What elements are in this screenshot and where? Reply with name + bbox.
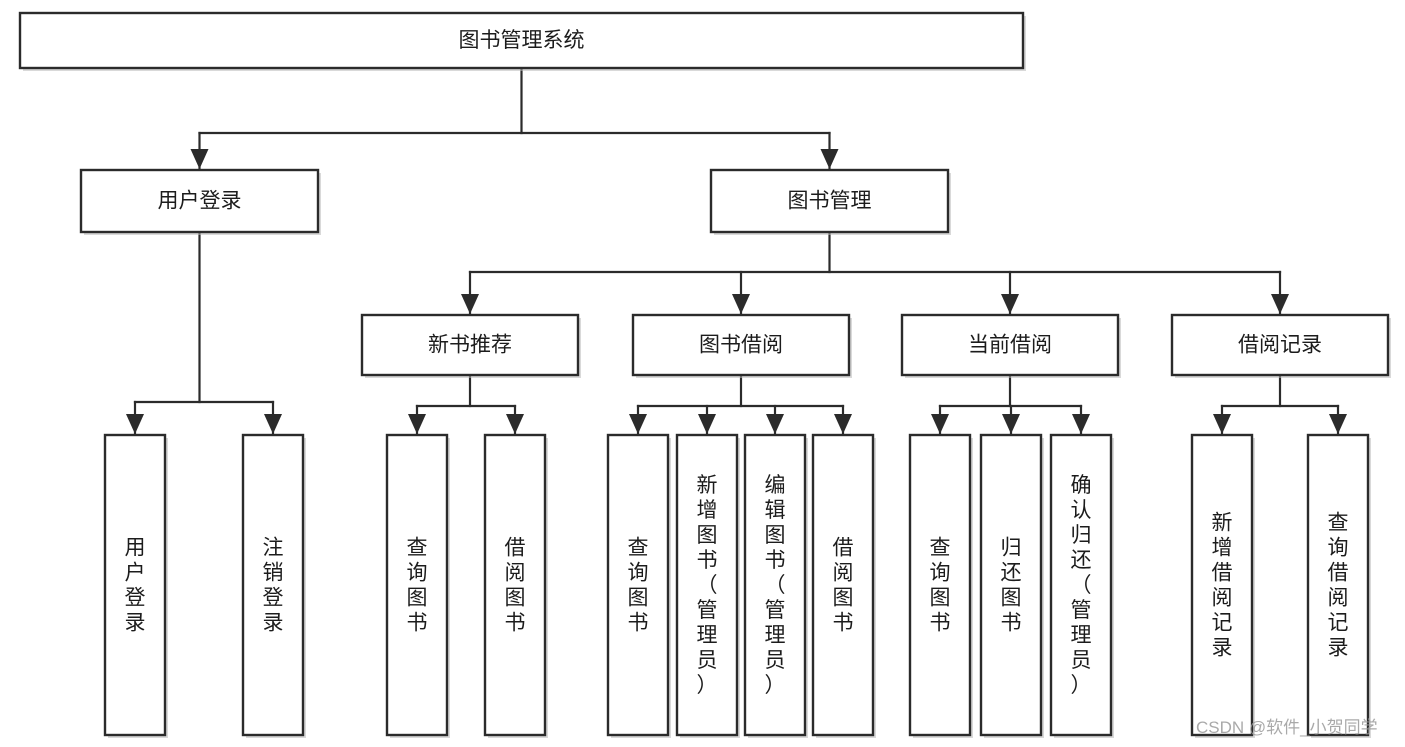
node-label: 注销登录	[263, 537, 284, 635]
box-outline	[1049, 433, 1113, 737]
node-leaf-rec-borrow-book[interactable]: 借阅图书	[483, 433, 548, 738]
arrow-head	[1271, 294, 1289, 314]
node-book-borrow[interactable]: 图书借阅	[631, 313, 852, 378]
node-root[interactable]: 图书管理系统	[18, 11, 1026, 71]
arrow-head	[264, 414, 282, 434]
box-outline	[103, 433, 167, 737]
arrow-head	[834, 414, 852, 434]
arrow-head	[190, 149, 209, 169]
box-outline	[900, 313, 1120, 377]
node-leaf-current-query-book[interactable]: 查询图书	[908, 433, 973, 738]
node-label: 查询借阅记录	[1328, 512, 1349, 660]
csdn-watermark: CSDN @软件_小贺同学	[1196, 718, 1378, 737]
box-outline	[18, 11, 1025, 70]
box-outline	[1170, 313, 1390, 377]
node-layer: 图书管理系统用户登录图书管理新书推荐图书借阅当前借阅借阅记录用户登录注销登录查询…	[18, 11, 1391, 738]
box-outline	[1190, 433, 1254, 737]
node-leaf-user-logout[interactable]: 注销登录	[241, 433, 306, 738]
node-label: 图书管理	[788, 190, 872, 213]
node-label: 借阅记录	[1238, 334, 1322, 357]
connector-layer	[126, 66, 1347, 436]
node-label: 借阅图书	[505, 537, 526, 635]
box-outline	[241, 433, 305, 737]
arrow-head	[1001, 294, 1019, 314]
node-borrow-record[interactable]: 借阅记录	[1170, 313, 1391, 378]
arrow-head	[1072, 414, 1090, 434]
node-label: 确认归还（管理员）	[1071, 474, 1092, 697]
node-current-borrow[interactable]: 当前借阅	[900, 313, 1121, 378]
box-outline	[743, 433, 807, 737]
node-user-login[interactable]: 用户登录	[79, 168, 321, 235]
node-label: 图书管理系统	[459, 29, 585, 52]
node-label: 编辑图书（管理员）	[765, 474, 786, 697]
box-outline	[631, 313, 851, 377]
box-outline	[1306, 433, 1370, 737]
box-outline	[79, 168, 320, 234]
node-leaf-current-return-book[interactable]: 归还图书	[979, 433, 1044, 738]
arrow-head	[461, 294, 479, 314]
arrow-head	[732, 294, 750, 314]
box-outline	[385, 433, 449, 737]
node-label: 新增图书（管理员）	[697, 474, 718, 697]
arrow-head	[506, 414, 524, 434]
box-outline	[483, 433, 547, 737]
node-label: 查询图书	[628, 537, 649, 635]
box-outline	[908, 433, 972, 737]
node-label: 用户登录	[158, 190, 242, 213]
node-label: 新书推荐	[428, 334, 512, 357]
node-label: 归还图书	[1001, 537, 1022, 635]
node-leaf-record-query[interactable]: 查询借阅记录	[1306, 433, 1371, 738]
node-label: 查询图书	[407, 537, 428, 635]
node-leaf-borrow-edit-book[interactable]: 编辑图书（管理员）	[743, 433, 808, 738]
node-book-management[interactable]: 图书管理	[709, 168, 951, 235]
arrow-head	[1002, 414, 1020, 434]
arrow-head	[820, 149, 839, 169]
box-outline	[675, 433, 739, 737]
node-label: 用户登录	[125, 537, 146, 635]
node-leaf-borrow-add-book[interactable]: 新增图书（管理员）	[675, 433, 740, 738]
box-outline	[811, 433, 875, 737]
node-label: 新增借阅记录	[1212, 512, 1233, 660]
node-label: 图书借阅	[699, 334, 783, 357]
node-label: 当前借阅	[968, 334, 1052, 357]
node-label: 查询图书	[930, 537, 951, 635]
node-leaf-borrow-lend-book[interactable]: 借阅图书	[811, 433, 876, 738]
arrow-head	[931, 414, 949, 434]
box-outline	[606, 433, 670, 737]
box-outline	[709, 168, 950, 234]
arrow-head	[1329, 414, 1347, 434]
box-outline	[979, 433, 1043, 737]
arrow-head	[126, 414, 144, 434]
box-outline	[360, 313, 580, 377]
node-leaf-rec-query-book[interactable]: 查询图书	[385, 433, 450, 738]
arrow-head	[408, 414, 426, 434]
node-new-book-recommend[interactable]: 新书推荐	[360, 313, 581, 378]
node-label: 借阅图书	[833, 537, 854, 635]
node-leaf-record-add[interactable]: 新增借阅记录	[1190, 433, 1255, 738]
node-leaf-borrow-query-book[interactable]: 查询图书	[606, 433, 671, 738]
arrow-head	[766, 414, 784, 434]
watermark-layer: CSDN @软件_小贺同学	[1196, 718, 1378, 737]
arrow-head	[698, 414, 716, 434]
node-leaf-current-confirm-return[interactable]: 确认归还（管理员）	[1049, 433, 1114, 738]
arrow-head	[1213, 414, 1231, 434]
arrow-head	[629, 414, 647, 434]
node-leaf-user-login[interactable]: 用户登录	[103, 433, 168, 738]
